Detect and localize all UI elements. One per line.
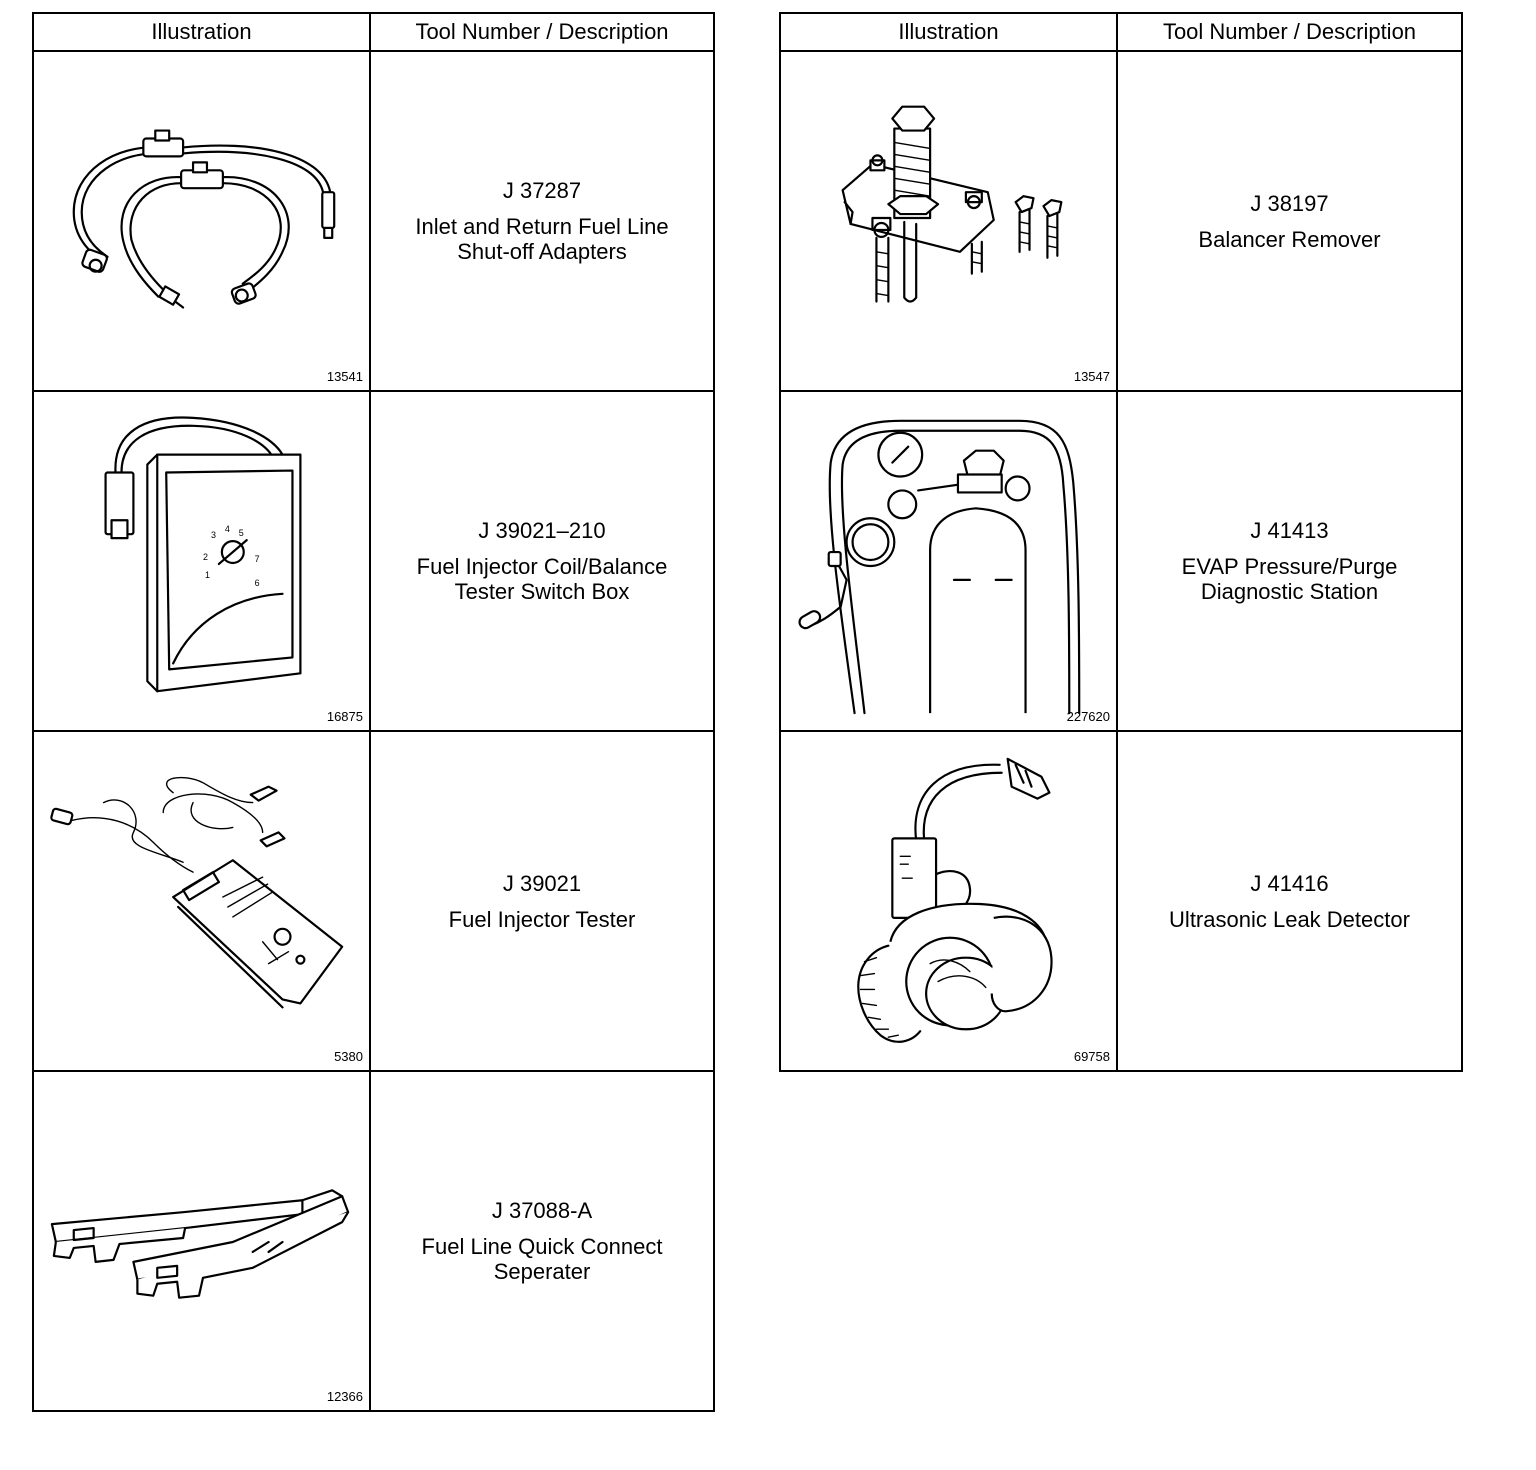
tool-description-cell: J 41413 EVAP Pressure/Purge Diagnostic S… (1116, 390, 1463, 732)
tool-description-line: Seperater (493, 1259, 591, 1284)
balancer-remover-icon (841, 105, 1063, 303)
table-row: 13547 J 38197 Balancer Remover (779, 50, 1463, 392)
switch-box-icon: 3 4 5 2 1 7 6 (104, 416, 302, 693)
table-header-row: Illustration Tool Number / Description (32, 12, 715, 52)
table-row: 227620 J 41413 EVAP Pressure/Purge Diagn… (779, 390, 1463, 732)
illustration-cell: 13547 (779, 50, 1118, 392)
tool-number: J 39021 (502, 870, 582, 896)
tool-description-line: Diagnostic Station (1200, 579, 1379, 604)
table-row: 12366 J 37088-A Fuel Line Quick Connect … (32, 1070, 715, 1412)
tool-description-cell: J 37088-A Fuel Line Quick Connect Sepera… (369, 1070, 715, 1412)
dial-label: 4 (225, 524, 230, 534)
tool-number: J 37088-A (491, 1198, 593, 1223)
tool-description-header: Tool Number / Description (369, 12, 715, 52)
dial-label: 1 (205, 570, 210, 580)
tool-description-line: Fuel Line Quick Connect (421, 1234, 663, 1259)
table-row: 3 4 5 2 1 7 6 16875 J 39021–210 Fuel Inj… (32, 390, 715, 732)
tool-description-line: Balancer Remover (1198, 226, 1381, 252)
figure-number: 16875 (326, 709, 363, 724)
illustration-header: Illustration (779, 12, 1118, 52)
leak-detector-icon (857, 757, 1053, 1043)
tool-number: J 39021–210 (478, 518, 606, 543)
dial-label: 3 (211, 530, 216, 540)
tool-number: J 41416 (1250, 870, 1329, 896)
tool-description-line: Fuel Injector Coil/Balance (416, 554, 668, 579)
tool-description-line: EVAP Pressure/Purge (1181, 554, 1398, 579)
tool-description-cell: J 37287 Inlet and Return Fuel Line Shut-… (369, 50, 715, 392)
evap-station-icon (798, 419, 1081, 715)
figure-number: 5380 (334, 1049, 363, 1064)
illustration-cell: 5380 (32, 730, 371, 1072)
dial-label: 6 (255, 578, 260, 588)
tool-description-cell: J 39021–210 Fuel Injector Coil/Balance T… (369, 390, 715, 732)
illustration-cell: 227620 (779, 390, 1118, 732)
tools-table-left: Illustration Tool Number / Description (32, 12, 715, 1412)
quick-connect-separator-icon (50, 1189, 350, 1299)
tool-description-cell: J 38197 Balancer Remover (1116, 50, 1463, 392)
illustration-cell: 3 4 5 2 1 7 6 16875 (32, 390, 371, 732)
table-header-row: Illustration Tool Number / Description (779, 12, 1463, 52)
tool-description-line: Shut-off Adapters (457, 239, 627, 264)
injector-tester-icon (50, 776, 344, 1009)
figure-number: 12366 (326, 1389, 363, 1404)
tool-description-cell: J 39021 Fuel Injector Tester (369, 730, 715, 1072)
dial-label: 7 (255, 554, 260, 564)
illustration-cell: 12366 (32, 1070, 371, 1412)
tool-number: J 38197 (1250, 190, 1329, 216)
table-row: 13541 J 37287 Inlet and Return Fuel Line… (32, 50, 715, 392)
tool-number: J 37287 (502, 178, 582, 203)
tool-description-header: Tool Number / Description (1116, 12, 1463, 52)
fuel-line-adapters-icon (72, 129, 336, 309)
illustration-cell: 13541 (32, 50, 371, 392)
table-row: 69758 J 41416 Ultrasonic Leak Detector (779, 730, 1463, 1072)
illustration-cell: 69758 (779, 730, 1118, 1072)
illustration-header: Illustration (32, 12, 371, 52)
tool-description-cell: J 41416 Ultrasonic Leak Detector (1116, 730, 1463, 1072)
tools-table-right: Illustration Tool Number / Description (779, 12, 1463, 1072)
figure-number: 13541 (326, 369, 363, 384)
table-row: 5380 J 39021 Fuel Injector Tester (32, 730, 715, 1072)
figure-number: 13547 (1073, 369, 1110, 384)
tool-description-line: Inlet and Return Fuel Line (415, 214, 669, 239)
figure-number: 69758 (1073, 1049, 1110, 1064)
dial-label: 5 (239, 528, 244, 538)
dial-label: 2 (203, 552, 208, 562)
figure-number: 227620 (1066, 709, 1110, 724)
tool-description-line: Fuel Injector Tester (448, 906, 636, 932)
tool-description-line: Tester Switch Box (454, 579, 630, 604)
tool-description-line: Ultrasonic Leak Detector (1169, 906, 1410, 932)
tool-number: J 41413 (1250, 518, 1329, 543)
